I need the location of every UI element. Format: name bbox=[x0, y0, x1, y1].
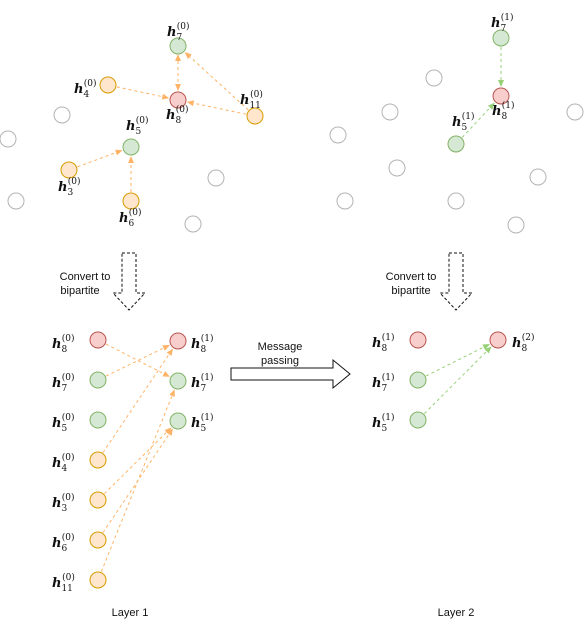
message-passing-arrow bbox=[230, 358, 351, 390]
node-l2-h8 bbox=[492, 87, 510, 105]
label-b1-r-h7: h7(1) bbox=[191, 372, 214, 394]
node-b2-l-h8 bbox=[409, 331, 427, 349]
node-l1-h5 bbox=[122, 138, 140, 156]
edge-b1-l-h11-to-b1-r-h7 bbox=[100, 389, 175, 572]
label-b2-l-h5: h5(1) bbox=[372, 412, 395, 434]
empty-node-16 bbox=[381, 103, 399, 121]
edge-l1-h11-to-l1-h7 bbox=[184, 52, 249, 111]
edge-b2-l-h5-to-b2-r-h8 bbox=[424, 346, 492, 414]
empty-node-7 bbox=[53, 106, 71, 124]
node-l1-h11 bbox=[246, 107, 264, 125]
label-l1-h5: h5(0) bbox=[126, 115, 149, 137]
label-l1-h8: h8(0) bbox=[166, 104, 189, 126]
label-b1-l-h5: h5(0) bbox=[52, 412, 75, 434]
node-b1-r-h7 bbox=[169, 372, 187, 390]
label-l1-h7: h7(0) bbox=[167, 21, 190, 43]
node-l1-h8 bbox=[169, 91, 187, 109]
node-labels: h7(0) h4(0) h8(0) h11(0) h5(0) h3(0) h6(0) h7(1… bbox=[52, 12, 535, 594]
node-b1-l-h7 bbox=[89, 371, 107, 389]
edge-b1-l-h4-to-b1-r-h8 bbox=[102, 348, 173, 453]
convert-arrow-right bbox=[438, 252, 474, 311]
label-b1-l-h7: h7(0) bbox=[52, 372, 75, 394]
convert-caption-right-2: bipartite bbox=[391, 285, 430, 297]
message-caption-2: passing bbox=[261, 355, 299, 367]
empty-node-8 bbox=[0, 130, 17, 148]
empty-node-23 bbox=[566, 103, 584, 121]
label-b1-l-h6: h6(0) bbox=[52, 532, 75, 554]
label-b2-l-h7: h7(1) bbox=[372, 372, 395, 394]
node-b1-l-h11 bbox=[89, 571, 107, 589]
graph-nodes bbox=[0, 29, 584, 589]
label-b1-r-h8: h8(1) bbox=[191, 333, 214, 355]
edge-l1-h4-to-l1-h8 bbox=[116, 86, 170, 100]
layer-2-caption: Layer 2 bbox=[438, 607, 475, 619]
edge-l1-h3-to-l1-h5 bbox=[77, 149, 123, 168]
node-b2-r-h8 bbox=[489, 331, 507, 349]
graph-edges bbox=[77, 47, 504, 572]
label-l1-h3: h3(0) bbox=[58, 176, 81, 198]
node-b1-l-h3 bbox=[89, 491, 107, 509]
empty-node-19 bbox=[336, 192, 354, 210]
empty-node-15 bbox=[425, 69, 443, 87]
empty-node-22 bbox=[507, 216, 525, 234]
empty-node-17 bbox=[329, 126, 347, 144]
edge-b2-l-h7-to-b2-r-h8 bbox=[425, 344, 490, 377]
convert-caption-left-2: bipartite bbox=[60, 285, 99, 297]
label-l1-h11: h11(0) bbox=[240, 89, 263, 111]
node-b1-l-h5 bbox=[89, 411, 107, 429]
node-b2-l-h5 bbox=[409, 411, 427, 429]
label-b1-l-h3: h3(0) bbox=[52, 492, 75, 514]
convert-arrow-left bbox=[111, 252, 147, 311]
node-b1-l-h8 bbox=[89, 331, 107, 349]
empty-node-10 bbox=[207, 169, 225, 187]
edge-b1-l-h8-to-b1-r-h7 bbox=[105, 343, 170, 377]
label-l2-h8: h8(1) bbox=[492, 100, 515, 122]
label-l1-h4: h4(0) bbox=[74, 78, 97, 100]
label-b2-r-h8: h8(2) bbox=[512, 332, 535, 354]
label-b1-l-h4: h4(0) bbox=[52, 452, 75, 474]
empty-node-18 bbox=[388, 159, 406, 177]
label-l2-h5: h5(1) bbox=[452, 111, 475, 133]
node-l1-h3 bbox=[60, 161, 78, 179]
node-b1-r-h8 bbox=[169, 332, 187, 350]
empty-node-9 bbox=[7, 192, 25, 210]
label-b1-l-h11: h11(0) bbox=[52, 572, 75, 594]
label-b1-l-h8: h8(0) bbox=[52, 333, 75, 355]
convert-caption-left-1: Convert to bbox=[60, 271, 111, 283]
node-l1-h6 bbox=[122, 192, 140, 210]
convert-caption-right-1: Convert to bbox=[386, 271, 437, 283]
node-l2-h7 bbox=[492, 29, 510, 47]
label-b2-l-h8: h8(1) bbox=[372, 332, 395, 354]
node-b1-l-h4 bbox=[89, 451, 107, 469]
node-l2-h5 bbox=[447, 135, 465, 153]
edge-l2-h5-to-l2-h8 bbox=[461, 102, 495, 138]
empty-node-11 bbox=[184, 215, 202, 233]
node-b2-l-h7 bbox=[409, 371, 427, 389]
label-l1-h6: h6(0) bbox=[119, 207, 142, 229]
empty-node-20 bbox=[447, 192, 465, 210]
message-caption-1: Message bbox=[258, 341, 303, 353]
edge-b1-l-h3-to-b1-r-h5 bbox=[104, 427, 172, 495]
empty-node-21 bbox=[529, 168, 547, 186]
node-b1-r-h5 bbox=[169, 412, 187, 430]
layer-1-caption: Layer 1 bbox=[112, 607, 149, 619]
label-b1-r-h5: h5(1) bbox=[191, 412, 214, 434]
node-b1-l-h6 bbox=[89, 531, 107, 549]
node-l1-h4 bbox=[99, 76, 117, 94]
edge-l1-h11-to-l1-h8 bbox=[186, 100, 247, 115]
label-l2-h7: h7(1) bbox=[491, 12, 514, 34]
node-l1-h7 bbox=[169, 37, 187, 55]
